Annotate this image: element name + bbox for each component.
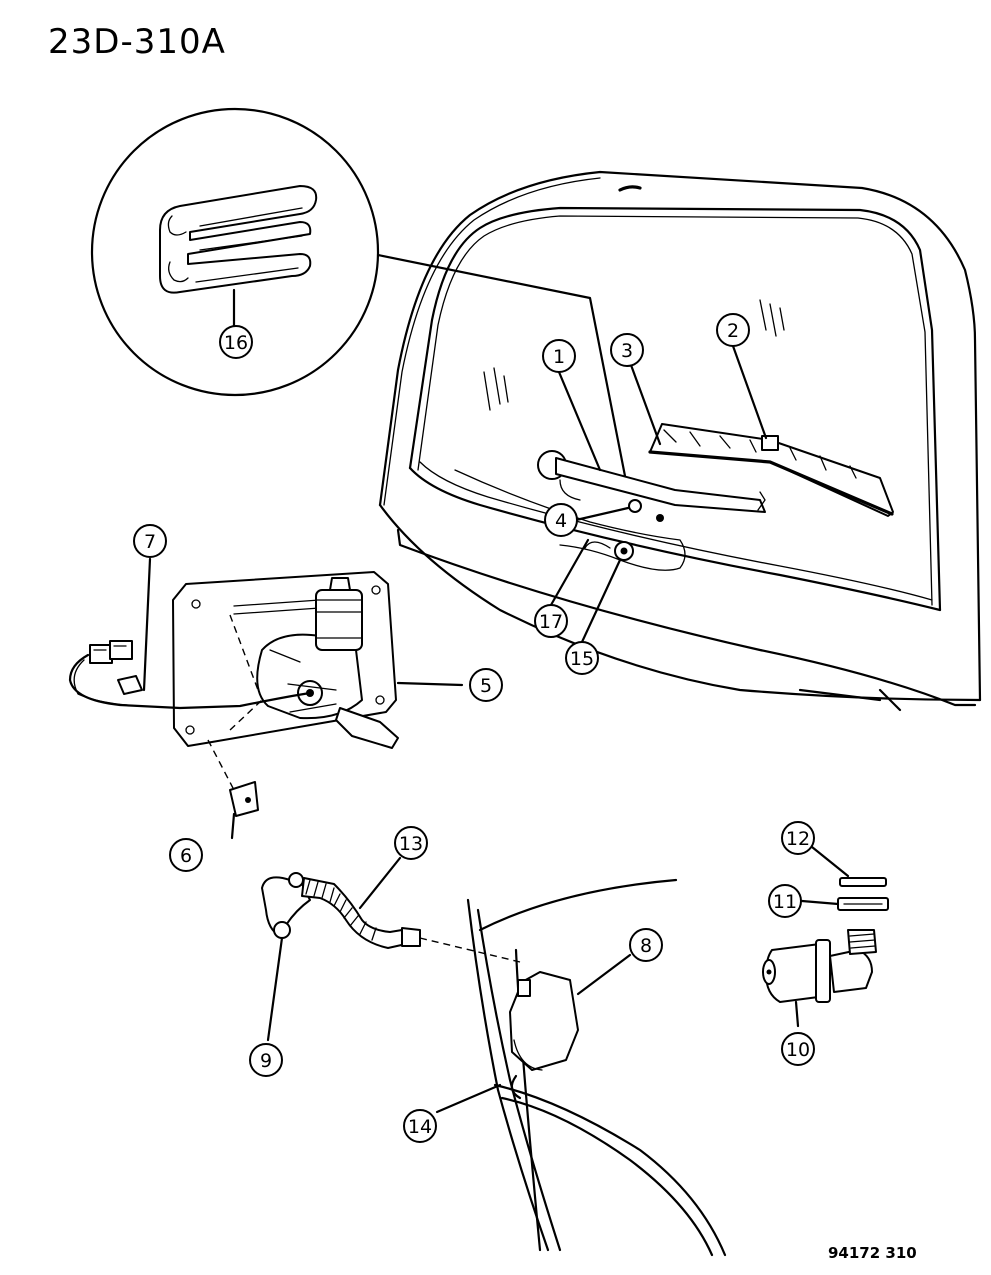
callout-4: 4 bbox=[544, 503, 578, 537]
wiper-blade-drawing bbox=[648, 423, 894, 517]
callout-3: 3 bbox=[610, 333, 644, 367]
svg-text:8: 8 bbox=[640, 935, 652, 957]
callout-5: 5 bbox=[469, 668, 503, 702]
callout-8: 8 bbox=[629, 928, 663, 962]
figure-code: 94172 310 bbox=[828, 1244, 917, 1262]
mounting-bracket-drawing bbox=[207, 739, 259, 817]
svg-text:3: 3 bbox=[621, 340, 633, 362]
svg-text:16: 16 bbox=[224, 332, 248, 354]
callout-9: 9 bbox=[249, 1043, 283, 1077]
callout-10: 10 bbox=[781, 1032, 815, 1066]
callout-7: 7 bbox=[133, 524, 167, 558]
svg-text:1: 1 bbox=[553, 346, 565, 368]
diagram-id: 23D-310A bbox=[48, 22, 226, 62]
svg-text:9: 9 bbox=[260, 1050, 272, 1072]
svg-text:5: 5 bbox=[480, 675, 492, 697]
callout-17: 17 bbox=[534, 604, 568, 638]
svg-text:13: 13 bbox=[399, 833, 423, 855]
seal-detail-view bbox=[90, 107, 627, 478]
callout-6: 6 bbox=[169, 838, 203, 872]
svg-text:15: 15 bbox=[570, 648, 594, 670]
svg-text:4: 4 bbox=[555, 510, 567, 532]
callout-11: 11 bbox=[768, 884, 802, 918]
pump-seals-drawing bbox=[837, 877, 889, 911]
callout-16: 16 bbox=[219, 325, 253, 359]
svg-text:11: 11 bbox=[773, 891, 797, 913]
svg-text:12: 12 bbox=[786, 828, 810, 850]
washer-hose-drawing bbox=[261, 872, 521, 1042]
washer-pump-drawing bbox=[762, 929, 877, 1003]
svg-text:10: 10 bbox=[786, 1039, 810, 1061]
callout-2: 2 bbox=[716, 313, 750, 347]
washer-reservoir-drawing bbox=[466, 878, 727, 1257]
svg-text:7: 7 bbox=[144, 531, 156, 553]
callout-12: 12 bbox=[781, 821, 815, 855]
callout-13: 13 bbox=[394, 826, 428, 860]
washer-nozzle-drawing bbox=[584, 499, 664, 561]
wiper-motor-assembly-drawing bbox=[68, 571, 399, 749]
svg-text:6: 6 bbox=[180, 845, 192, 867]
svg-text:2: 2 bbox=[727, 320, 739, 342]
svg-text:14: 14 bbox=[408, 1116, 432, 1138]
svg-text:17: 17 bbox=[539, 611, 563, 633]
callout-14: 14 bbox=[403, 1109, 437, 1143]
callout-1: 1 bbox=[542, 339, 576, 373]
wiper-arm-drawing bbox=[537, 450, 766, 513]
callout-15: 15 bbox=[565, 641, 599, 675]
leader-lines bbox=[142, 344, 850, 1114]
